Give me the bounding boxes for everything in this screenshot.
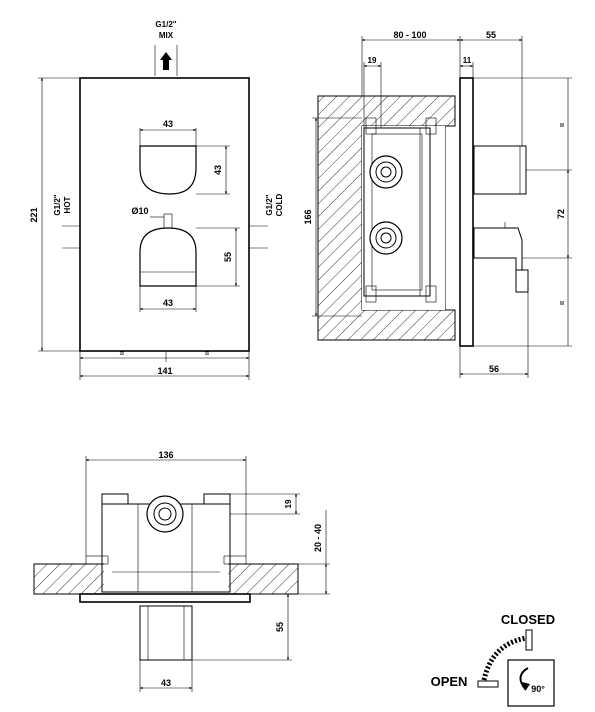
upper-handle-width-dim: 43 (163, 119, 173, 129)
closed-indicator (525, 629, 533, 651)
side-view: 80 - 100 55 19 11 166 72 = = 56 (303, 30, 572, 378)
outlet-mix-label: MIX (159, 31, 174, 40)
rotation-angle-label: 90° (531, 684, 545, 694)
outlet-thread-label: G1/2" (155, 20, 176, 29)
inner-dim: 19 (368, 56, 377, 65)
open-closed-legend: CLOSED OPEN 90° (431, 612, 555, 707)
body-height-dim: 166 (303, 209, 313, 224)
lower-handle-width-dim: 43 (163, 298, 173, 308)
overall-height-dim: 221 (29, 207, 39, 222)
hot-thread-label: G1/2" (53, 194, 62, 215)
open-label: OPEN (431, 674, 468, 689)
upper-handle-height-dim: 43 (213, 165, 223, 175)
front-view: G1/2" MIX 43 43 Ø10 43 55 G1/2" HOT G1/2… (29, 20, 284, 380)
lower-cartridge (369, 221, 403, 255)
upper-cartridge (369, 155, 403, 189)
upper-handle (139, 145, 197, 195)
spindle (163, 213, 173, 229)
rotation-arc-icon (481, 635, 527, 681)
mounting-box (363, 127, 431, 297)
stem (139, 605, 193, 661)
side-lower-handle (473, 227, 523, 271)
outlet-arrow-icon (154, 45, 178, 76)
cold-thread-label: G1/2" (265, 194, 274, 215)
top-cartridge (146, 495, 184, 533)
rotation-arrow-icon (519, 667, 529, 691)
cold-label: COLD (275, 193, 284, 216)
projection-dim: 55 (486, 30, 496, 40)
overall-width-dim: 141 (157, 366, 172, 376)
lower-handle (139, 227, 197, 287)
wall-depth-dim: 80 - 100 (393, 30, 426, 40)
stem-length-dim: 55 (275, 622, 285, 632)
sub-dim-left: = (120, 349, 125, 358)
stem-width-dim: 43 (161, 678, 171, 688)
sub-dim-right: = (205, 349, 210, 358)
top-faceplate (79, 593, 251, 603)
hot-label: HOT (63, 196, 72, 213)
top-view: 136 19 20 - 40 55 43 (33, 450, 330, 692)
plate-thickness-dim: 11 (463, 56, 472, 65)
faceplate-outline (79, 77, 250, 352)
open-indicator (477, 680, 499, 688)
handle-eq-lower: = (558, 300, 567, 305)
wall-range-dim: 20 - 40 (313, 524, 323, 552)
lower-handle-height-dim: 55 (223, 252, 233, 262)
handle-eq-upper: = (558, 122, 567, 127)
box-width-dim: 136 (158, 450, 173, 460)
spindle-diameter-dim: Ø10 (131, 206, 148, 216)
side-faceplate (459, 77, 474, 347)
handle-spacing-dim: 72 (556, 209, 566, 219)
rotation-box (507, 659, 555, 707)
side-upper-handle (473, 145, 527, 195)
top-offset-dim: 19 (284, 499, 293, 508)
closed-label: CLOSED (501, 612, 555, 627)
bottom-projection-dim: 56 (489, 364, 499, 374)
